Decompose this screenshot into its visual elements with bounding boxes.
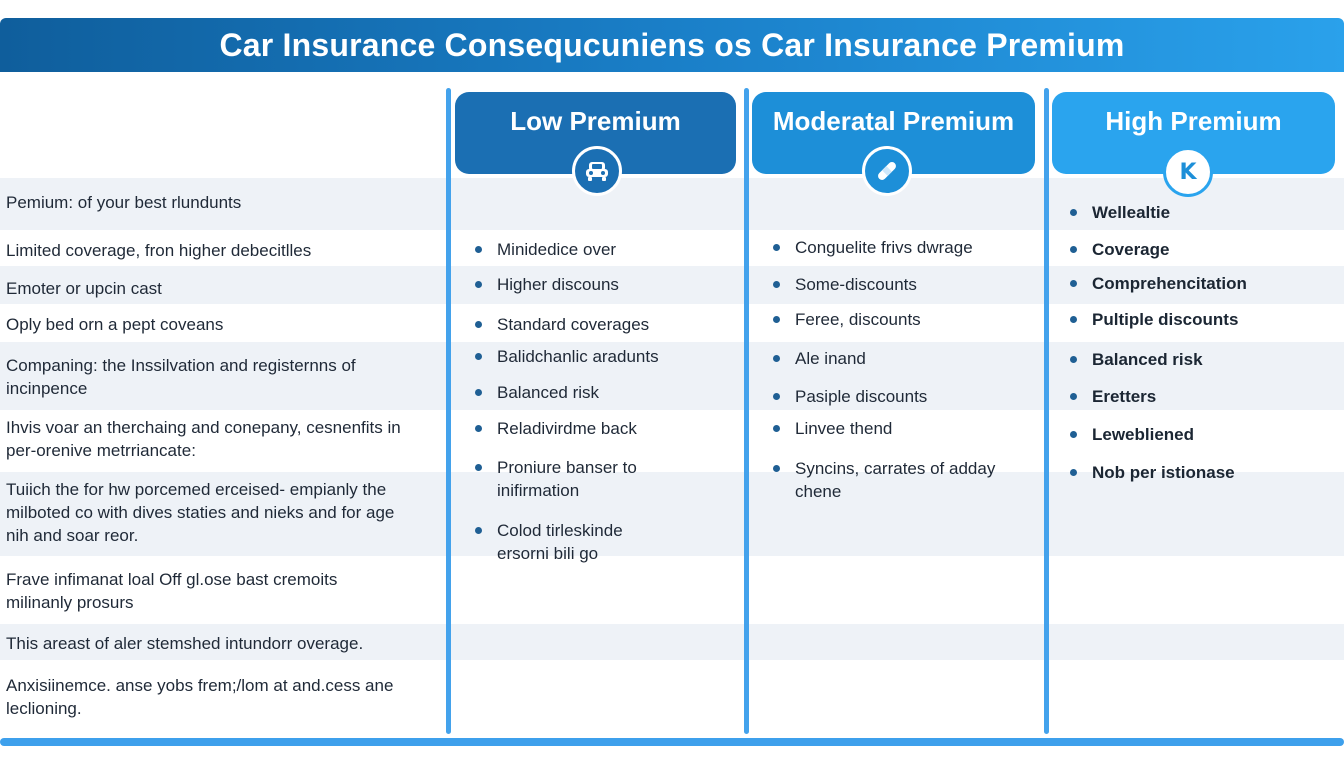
high-premium-item: Nob per istionase xyxy=(1070,461,1332,484)
k-letter-icon: K xyxy=(1163,147,1213,197)
row-label: Emoter or upcin cast xyxy=(6,279,162,298)
moderate-premium-item: Ferее, discounts xyxy=(773,308,1030,331)
row-label: Pemium: of your best rlundunts xyxy=(6,193,242,212)
row-stripe xyxy=(0,342,1344,410)
high-premium-item: Coverage xyxy=(1070,238,1322,261)
row-label: Oply bed orn a pept coveans xyxy=(6,315,224,334)
page-title: Car Insurance Consequcuniens os Car Insu… xyxy=(219,26,1125,63)
car-icon xyxy=(572,146,622,196)
low-premium-item: Balidchanlic aradunts xyxy=(475,345,727,368)
low-premium-item: Balanced risk xyxy=(475,381,727,404)
column-header-label: Low Premium xyxy=(510,106,681,136)
row-label: Ihvis voar an therchaing and conepany, c… xyxy=(6,418,401,460)
high-premium-item: Comprehencitation xyxy=(1070,272,1332,295)
title-bar: Car Insurance Consequcuniens os Car Insu… xyxy=(0,18,1344,72)
moderate-premium-item: Conguelite frivs dwrage xyxy=(773,236,1030,259)
low-premium-item: Reladivirdme back xyxy=(475,417,727,440)
column-header-label: High Premium xyxy=(1105,106,1282,136)
moderate-premium-item: Linvee thend xyxy=(773,417,1030,440)
row-stripe xyxy=(0,178,1344,230)
moderate-premium-item: Some-discounts xyxy=(773,273,1030,296)
column-header-high-premium: High Premium xyxy=(1052,92,1335,174)
bandage-icon xyxy=(862,146,912,196)
high-premium-item: Wellealtie xyxy=(1070,201,1322,224)
row-label: Limited coverage, fron higher debecitlle… xyxy=(6,241,312,260)
row-stripe xyxy=(0,266,1344,304)
row-label: Anxisiinemce. anse yobs frem;/lom at and… xyxy=(6,676,394,718)
column-header-label: Moderatal Premium xyxy=(772,106,1015,136)
high-premium-item: Eretters xyxy=(1070,385,1332,408)
row-label: This areast of aler stemshed intundorr o… xyxy=(6,634,364,653)
high-premium-item: Pultiple discounts xyxy=(1070,308,1332,331)
column-divider xyxy=(446,88,451,734)
low-premium-item: Higher discouns xyxy=(475,273,727,296)
k-letter-glyph: K xyxy=(1179,159,1197,185)
row-stripe xyxy=(0,472,1344,556)
moderate-premium-item: Syncins, carrates of adday chene xyxy=(773,457,1025,503)
bottom-border xyxy=(0,738,1344,746)
row-label: Frave infimanat loal Off gl.ose bast cre… xyxy=(6,570,338,612)
row-label: Tuiich the for hw porcemed erceised- emp… xyxy=(6,480,395,545)
low-premium-item: Colod tirleskinde ersorni bili go xyxy=(475,519,657,565)
high-premium-item: Lewebliened xyxy=(1070,423,1332,446)
row-label: Companing: the Inssilvation and register… xyxy=(6,356,356,398)
column-divider xyxy=(1044,88,1049,734)
low-premium-item: Standard coverages xyxy=(475,313,727,336)
high-premium-item: Balanced risk xyxy=(1070,348,1332,371)
low-premium-item: Proniure banser to inifirmation xyxy=(475,456,697,502)
row-stripe xyxy=(0,624,1344,660)
moderate-premium-item: Ale inand xyxy=(773,347,1030,370)
column-divider xyxy=(744,88,749,734)
moderate-premium-item: Pasiple discounts xyxy=(773,385,1030,408)
low-premium-item: Minidedice over xyxy=(475,238,727,261)
